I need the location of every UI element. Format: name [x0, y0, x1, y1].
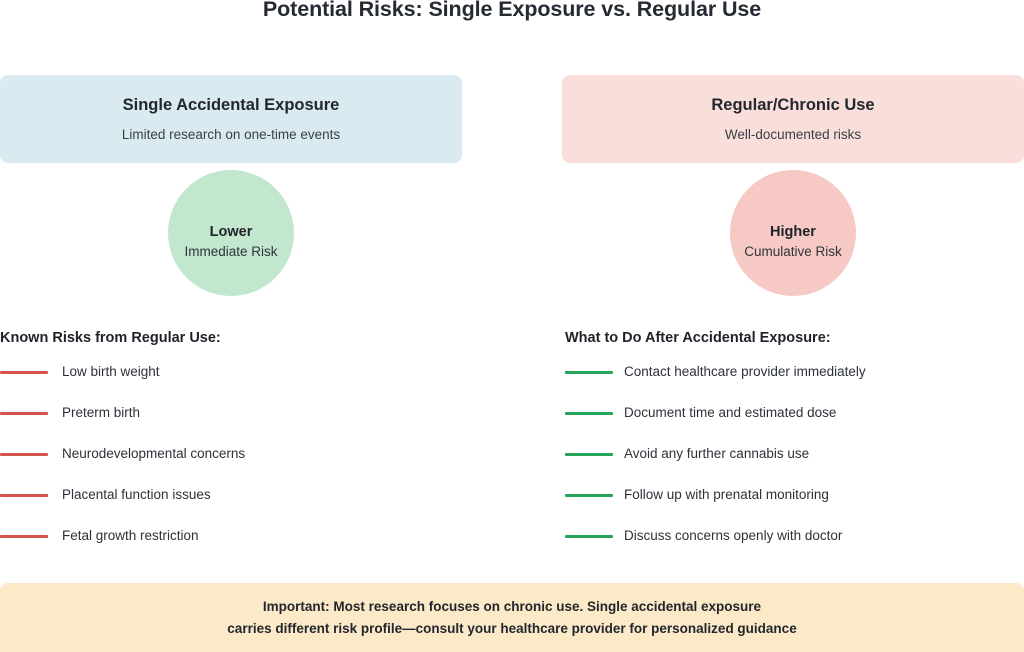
dash-marker-icon [0, 370, 48, 374]
list-item: Neurodevelopmental concerns [0, 444, 540, 464]
dash-marker-icon [565, 452, 613, 456]
list-item-label: Discuss concerns openly with doctor [624, 528, 843, 543]
list-heading-what-to-do: What to Do After Accidental Exposure: [565, 330, 831, 346]
risk-level-left: Lower [209, 224, 253, 240]
list-item: Avoid any further cannabis use [562, 444, 1024, 464]
list-item: Follow up with prenatal monitoring [562, 485, 1024, 505]
list-item-label: Contact healthcare provider immediately [624, 364, 866, 379]
list-item: Document time and estimated dose [562, 403, 1024, 423]
card-title-left: Single Accidental Exposure [122, 96, 340, 114]
list-item-label: Fetal growth restriction [62, 528, 199, 543]
dash-marker-icon [0, 411, 48, 415]
dash-marker-icon [565, 411, 613, 415]
risk-caption-right: Cumulative Risk [744, 244, 842, 259]
list-heading-known-risks: Known Risks from Regular Use: [0, 330, 221, 346]
card-subtitle-right: Well-documented risks [724, 127, 862, 142]
list-item-label: Preterm birth [62, 405, 141, 420]
column-header-card-single-exposure: Single Accidental Exposure Limited resea… [0, 75, 462, 163]
risk-caption-left: Immediate Risk [184, 244, 278, 259]
what-to-do-list-section: What to Do After Accidental Exposure: Co… [562, 329, 1024, 567]
known-risks-list-section: Known Risks from Regular Use: Low birth … [0, 329, 540, 567]
card-title-right: Regular/Chronic Use [711, 96, 875, 114]
footer-line-2: carries different risk profile—consult y… [227, 620, 797, 636]
risk-circle-higher: Higher Cumulative Risk [730, 170, 856, 296]
list-item: Placental function issues [0, 485, 540, 505]
page-title: Potential Risks: Single Exposure vs. Reg… [262, 0, 762, 21]
risk-circle-lower: Lower Immediate Risk [168, 170, 294, 296]
dash-marker-icon [565, 534, 613, 538]
footer-line-1: Important: Most research focuses on chro… [262, 598, 762, 614]
list-item-label: Placental function issues [62, 487, 211, 502]
column-header-card-regular-use: Regular/Chronic Use Well-documented risk… [562, 75, 1024, 163]
list-item-label: Follow up with prenatal monitoring [624, 487, 829, 502]
list-item: Low birth weight [0, 362, 540, 382]
dash-marker-icon [565, 370, 613, 374]
important-note-banner: Important: Most research focuses on chro… [0, 583, 1024, 652]
list-item: Preterm birth [0, 403, 540, 423]
dash-marker-icon [0, 452, 48, 456]
list-item: Contact healthcare provider immediately [562, 362, 1024, 382]
list-item: Discuss concerns openly with doctor [562, 526, 1024, 546]
list-item-label: Low birth weight [62, 364, 160, 379]
list-item: Fetal growth restriction [0, 526, 540, 546]
dash-marker-icon [565, 493, 613, 497]
card-subtitle-left: Limited research on one-time events [121, 127, 341, 142]
dash-marker-icon [0, 534, 48, 538]
list-item-label: Avoid any further cannabis use [624, 446, 810, 461]
list-item-label: Document time and estimated dose [624, 405, 837, 420]
dash-marker-icon [0, 493, 48, 497]
list-item-label: Neurodevelopmental concerns [62, 446, 246, 461]
risk-level-right: Higher [770, 224, 816, 240]
